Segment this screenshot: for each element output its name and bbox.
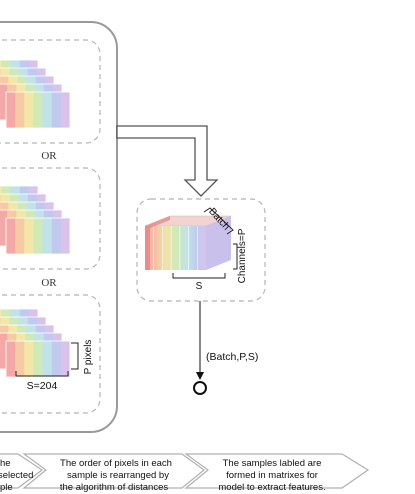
- sample-card: [5, 217, 71, 255]
- s204-bracket: [15, 371, 69, 377]
- sample-card: [5, 91, 71, 129]
- p-pixels-bracket: [71, 342, 79, 370]
- step-1-line-2: selected: [0, 470, 33, 481]
- card-stripe: [33, 92, 44, 128]
- output-node: [193, 381, 207, 395]
- card-stripe: [60, 92, 71, 128]
- step-3-line-3: model to extract features.: [218, 482, 325, 493]
- step-2-line-3: the algorithm of distances: [60, 482, 169, 493]
- card-stripe: [60, 218, 71, 254]
- sample-card: [5, 340, 71, 378]
- sample-stack-1: [0, 59, 71, 129]
- s-label: S: [196, 281, 203, 292]
- card-stripe: [6, 341, 16, 377]
- data-cube: [144, 215, 232, 270]
- step-1-line-1: he: [0, 458, 11, 469]
- s204-label: S=204: [27, 380, 58, 392]
- card-border: [5, 340, 71, 378]
- hollow-arrow: [116, 125, 219, 197]
- separator-or-2: OR: [41, 277, 57, 289]
- separator-or-1: OR: [41, 150, 57, 162]
- option-box-1: [0, 39, 101, 144]
- step-chevron-2: [22, 453, 205, 489]
- card-stripe: [0, 84, 8, 120]
- card-stripe: [0, 333, 8, 369]
- card-stripe: [15, 218, 25, 254]
- channels-bracket: [233, 243, 238, 270]
- sample-stack-2: [0, 185, 71, 255]
- card-stripe: [33, 218, 44, 254]
- cube-front-face: [145, 226, 206, 270]
- p-pixels-label: P pixels: [83, 340, 94, 375]
- card-border: [5, 91, 71, 129]
- card-stripe: [6, 218, 16, 254]
- card-border: [5, 217, 71, 255]
- card-stripe: [51, 341, 62, 377]
- card-stripe: [0, 210, 8, 246]
- card-stripe: [24, 92, 34, 128]
- step-1-line-3: ple: [0, 482, 13, 493]
- output-arrow-head: [196, 372, 204, 380]
- card-stripe: [24, 218, 34, 254]
- card-stripe: [51, 92, 62, 128]
- input-panel: [0, 21, 118, 433]
- output-shape-label: (Batch,P,S): [206, 351, 258, 363]
- step-3-line-1: The samples labled are: [223, 458, 322, 469]
- step-2-line-1: The order of pixels in each: [60, 458, 172, 469]
- step-3-line-2: formed in matrixes for: [226, 470, 318, 481]
- sample-stack-3: [0, 308, 71, 378]
- s-bracket: [172, 273, 226, 279]
- card-stripe: [33, 341, 44, 377]
- cube-box: [136, 198, 266, 302]
- card-stripe: [15, 92, 25, 128]
- step-2-line-2: sample is rearranged by: [67, 470, 169, 481]
- card-stripe: [42, 218, 53, 254]
- step-chevron-3: [184, 453, 370, 489]
- card-stripe: [6, 92, 16, 128]
- card-stripe: [60, 341, 71, 377]
- card-stripe: [51, 218, 62, 254]
- card-stripe: [42, 341, 53, 377]
- cube-side-face: [206, 216, 231, 270]
- card-stripe: [15, 341, 25, 377]
- card-stripe: [42, 92, 53, 128]
- card-stripe: [24, 341, 34, 377]
- batch-bracket: [203, 207, 234, 235]
- cube-left-edge: [145, 216, 170, 270]
- channels-label: Channels=P: [237, 228, 248, 283]
- step-chevron-1: [0, 453, 44, 489]
